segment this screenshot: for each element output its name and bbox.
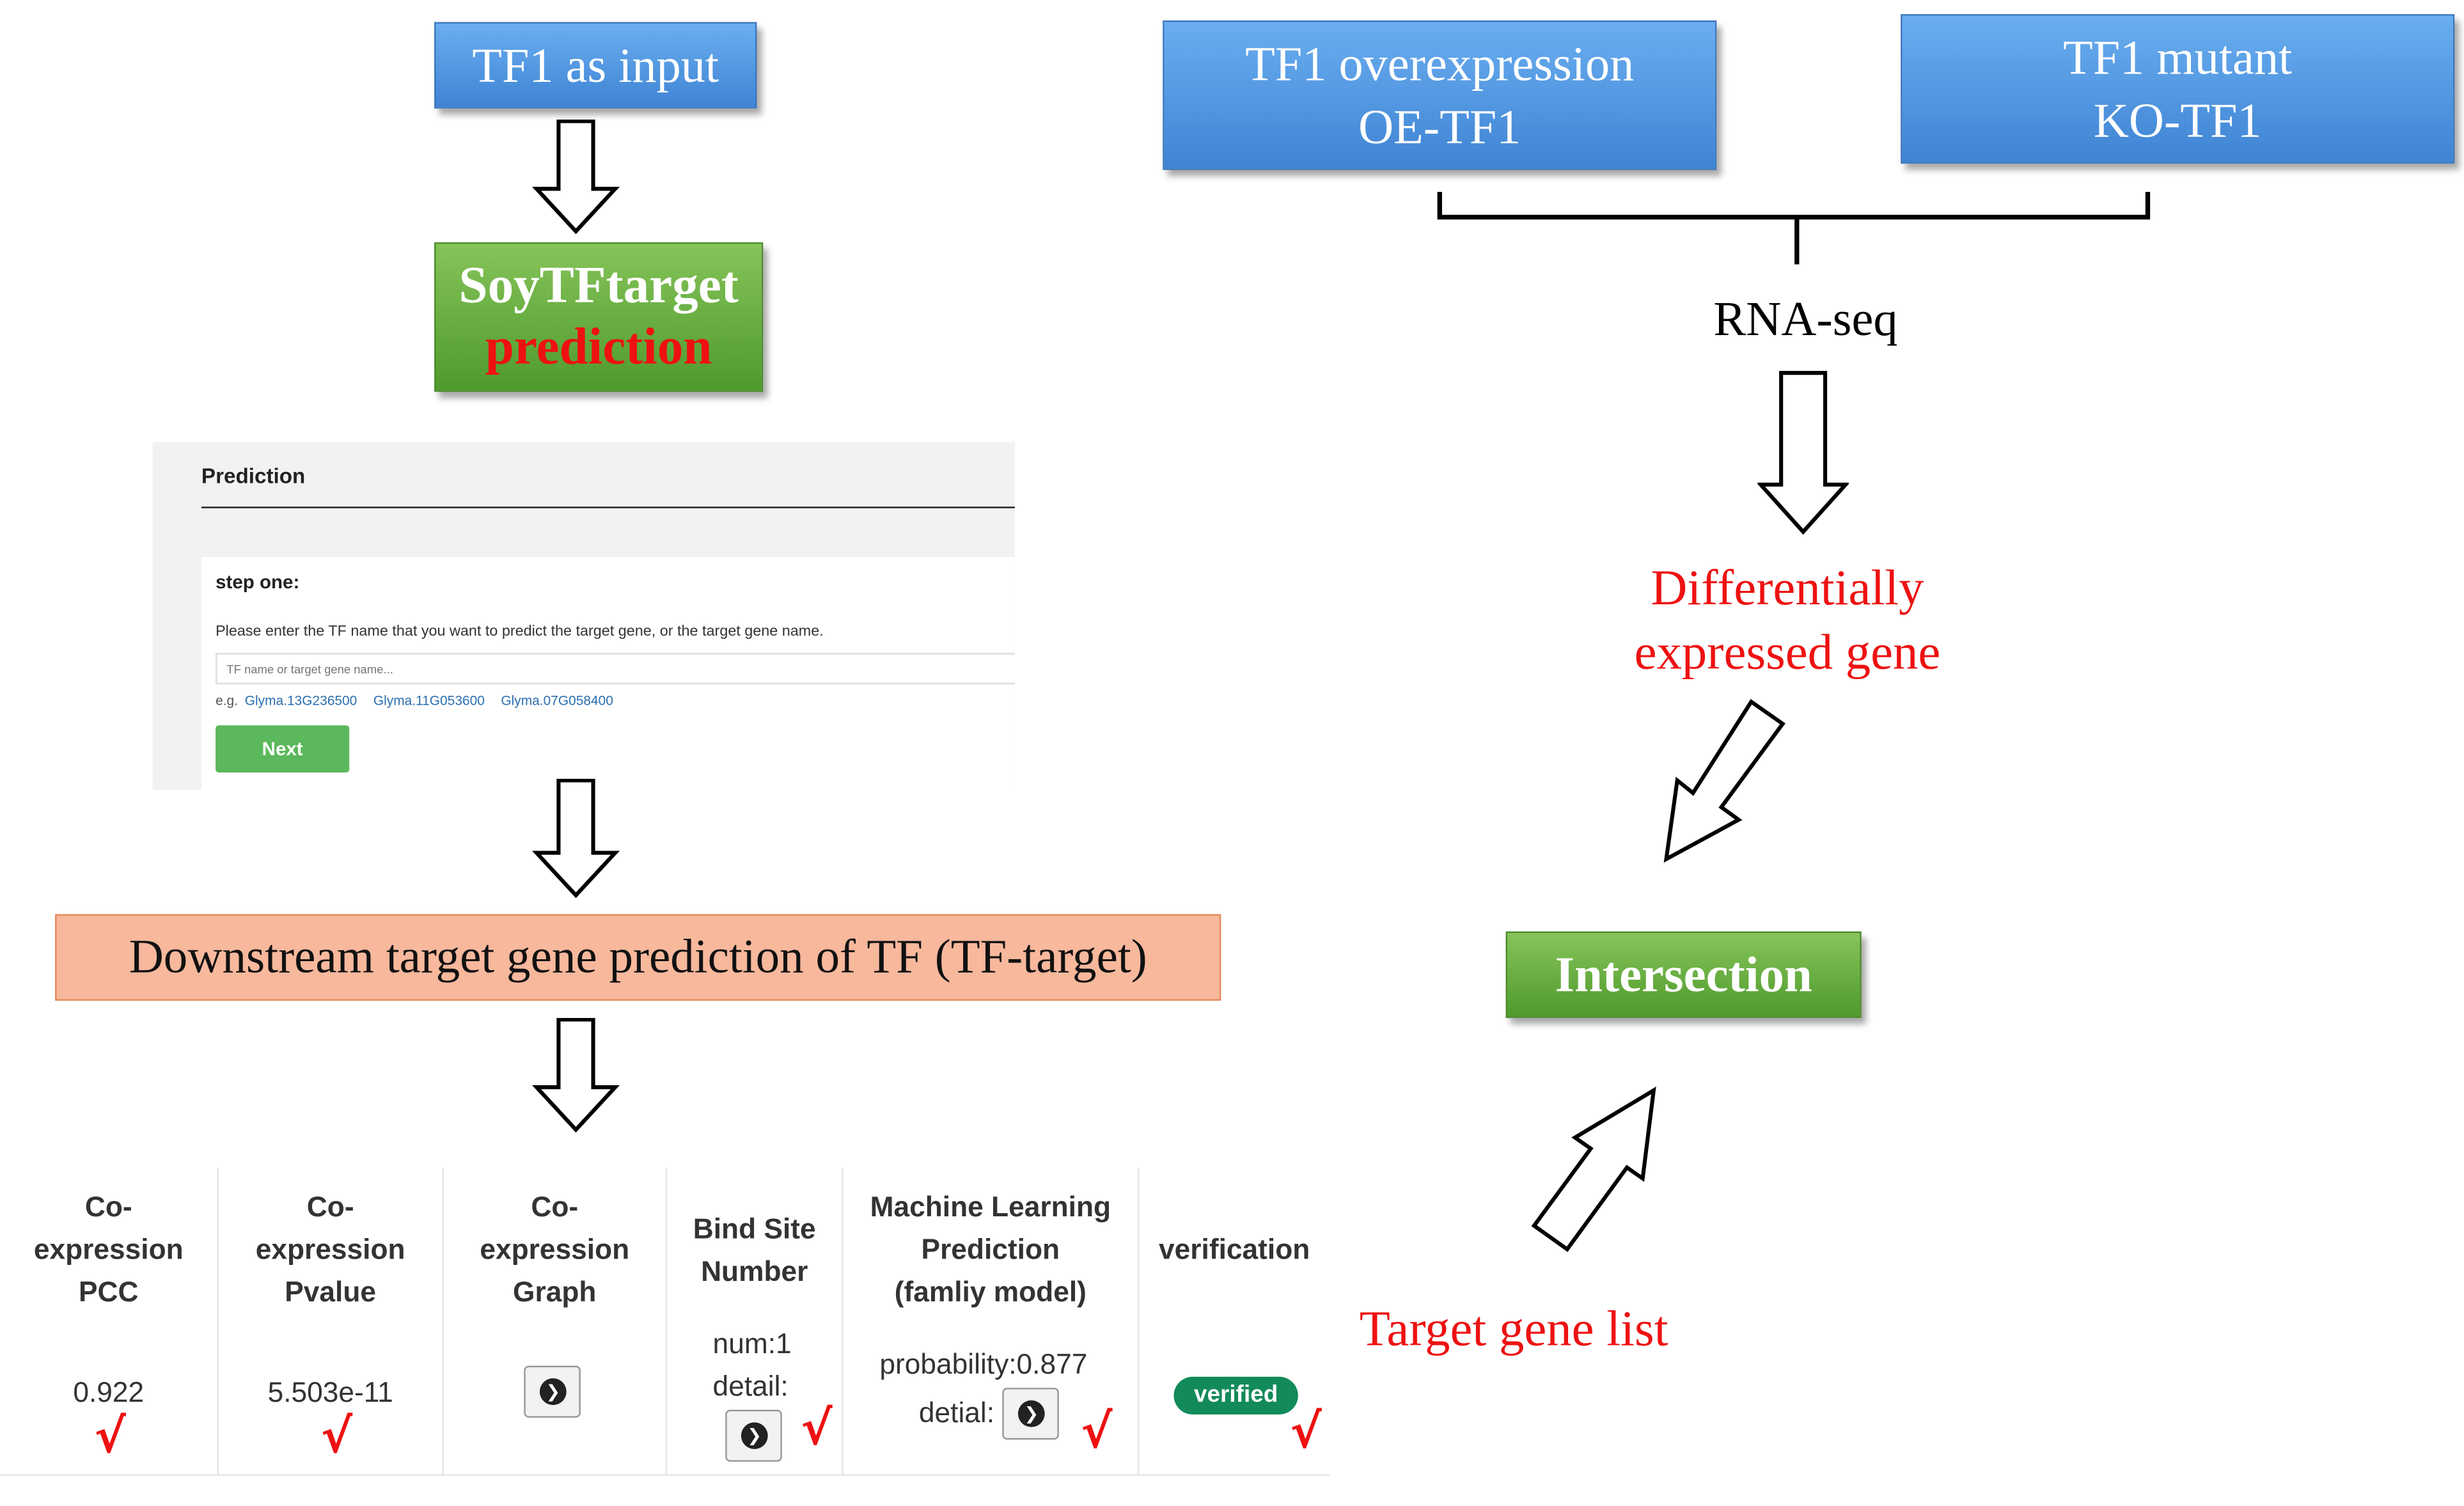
- col-divider: [442, 1167, 444, 1475]
- table-bottom-line: [0, 1474, 1330, 1476]
- down-arrow-2-icon: [531, 778, 620, 898]
- deg-line1: Differentially: [1651, 558, 1924, 616]
- ko-line1: TF1 mutant: [2063, 29, 2293, 85]
- pcc-check: √: [94, 1409, 126, 1465]
- pcc-value: 0.922: [73, 1376, 145, 1409]
- rnaseq-label: RNA-seq: [1713, 291, 1898, 347]
- ml-probability: probability:0.877: [879, 1348, 1088, 1380]
- pvalue-check: √: [320, 1409, 353, 1465]
- verified-check: √: [1290, 1405, 1322, 1461]
- col-divider: [1137, 1167, 1140, 1475]
- intersection-label: Intersection: [1555, 945, 1812, 1003]
- oe-tf1-box: TF1 overexpression OE-TF1: [1163, 20, 1717, 170]
- header-verification: verification: [1159, 1233, 1310, 1266]
- col-divider: [217, 1167, 219, 1475]
- target-prediction-box: Downstream target gene prediction of TF …: [55, 914, 1221, 1001]
- bind-num: num:1: [712, 1328, 792, 1360]
- prediction-screenshot: Prediction step one: Please enter the TF…: [152, 442, 1015, 790]
- verified-badge: verified: [1173, 1376, 1298, 1415]
- col-divider: [665, 1167, 668, 1475]
- tf1-input-label: TF1 as input: [472, 38, 719, 93]
- soytftarget-box: SoyTFtarget prediction: [434, 242, 764, 392]
- example-row: e.g. Glyma.13G236500 Glyma.11G053600 Gly…: [216, 693, 613, 709]
- target-prediction-label: Downstream target gene prediction of TF …: [129, 930, 1147, 984]
- deg-line2: expressed gene: [1634, 623, 1941, 680]
- example-prefix: e.g.: [216, 692, 238, 709]
- bind-check: √: [801, 1402, 833, 1457]
- chevron-right-icon: ❯: [539, 1378, 567, 1406]
- step-instruction: Please enter the TF name that you want t…: [216, 623, 824, 641]
- ml-check: √: [1081, 1405, 1113, 1461]
- tf1-input-box: TF1 as input: [434, 22, 757, 109]
- down-arrow-1-icon: [531, 119, 620, 235]
- prediction-heading: Prediction: [201, 464, 306, 488]
- down-arrow-3-icon: [531, 1017, 620, 1133]
- tf-name-input[interactable]: [216, 653, 1015, 685]
- ko-line2: KO-TF1: [2093, 93, 2262, 148]
- diagonal-arrow-up-right-icon: [1531, 1086, 1656, 1252]
- graph-detail-button[interactable]: ❯: [524, 1365, 581, 1418]
- pvalue-value: 5.503e-11: [267, 1376, 393, 1409]
- soytftarget-label: SoyTFtarget: [459, 258, 739, 315]
- chevron-right-icon: ❯: [1017, 1400, 1045, 1427]
- ml-detail-label: detial:: [918, 1397, 995, 1429]
- prediction-label: prediction: [485, 319, 712, 377]
- intersection-box: Intersection: [1505, 931, 1862, 1018]
- target-gene-list-label: Target gene list: [1359, 1299, 1668, 1356]
- deg-label: Differentially expressed gene: [1605, 556, 1970, 685]
- bind-detail-button[interactable]: ❯: [725, 1409, 782, 1462]
- step-title: step one:: [216, 571, 300, 593]
- example-link-1[interactable]: Glyma.13G236500: [244, 692, 357, 709]
- bind-detail-label: detail:: [712, 1370, 789, 1402]
- ml-detail-button[interactable]: ❯: [1002, 1388, 1059, 1440]
- next-button[interactable]: Next: [216, 725, 350, 773]
- oe-line1: TF1 overexpression: [1245, 36, 1635, 91]
- example-link-2[interactable]: Glyma.11G053600: [373, 692, 485, 709]
- example-link-3[interactable]: Glyma.07G058400: [501, 692, 613, 709]
- oe-line2: OE-TF1: [1358, 99, 1521, 155]
- heading-underline: [201, 506, 1015, 508]
- col-divider: [842, 1167, 844, 1475]
- step-panel: step one: Please enter the TF name that …: [201, 556, 1015, 790]
- chevron-right-icon: ❯: [741, 1422, 768, 1450]
- diagonal-arrow-down-left-icon: [1663, 698, 1785, 863]
- ko-tf1-box: TF1 mutant KO-TF1: [1901, 14, 2455, 164]
- bracket-connector-icon: [1437, 192, 2151, 265]
- down-arrow-4-icon: [1757, 371, 1849, 535]
